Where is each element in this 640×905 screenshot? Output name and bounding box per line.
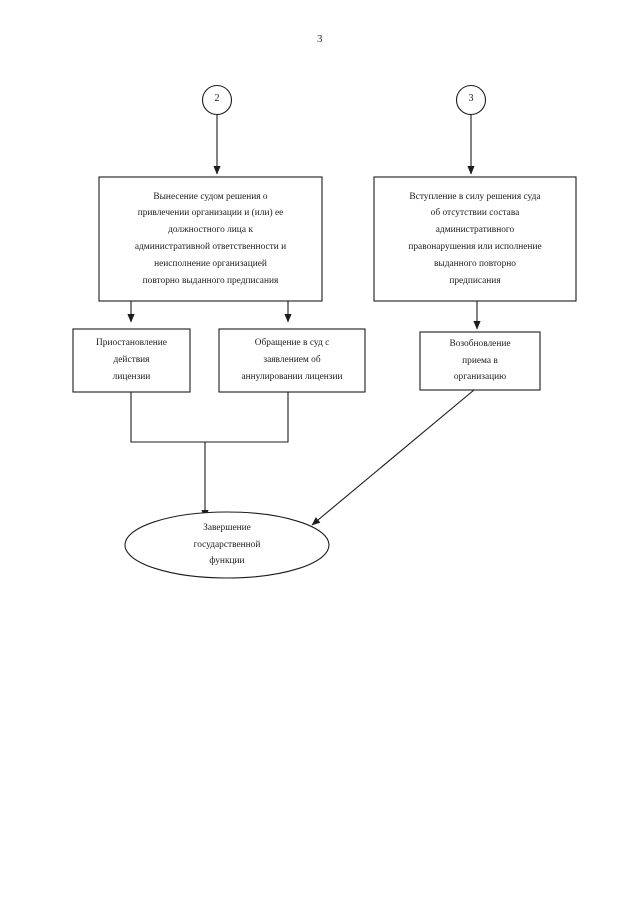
page-number: 3 [317, 33, 323, 45]
edge-merge-bar-to-end [130, 392, 289, 443]
entry-connector-circle-3 [455, 84, 487, 116]
node-court-decision-no-offence [373, 176, 577, 302]
node-suspend-license [72, 328, 191, 393]
node-court-application-annul [218, 328, 366, 393]
edge-resume-to-end-state [311, 389, 475, 526]
node-end-state-function [124, 511, 330, 579]
entry-connector-circle-2 [201, 84, 233, 116]
node-court-decision-liability [98, 176, 323, 302]
node-resume-admission [419, 331, 541, 391]
